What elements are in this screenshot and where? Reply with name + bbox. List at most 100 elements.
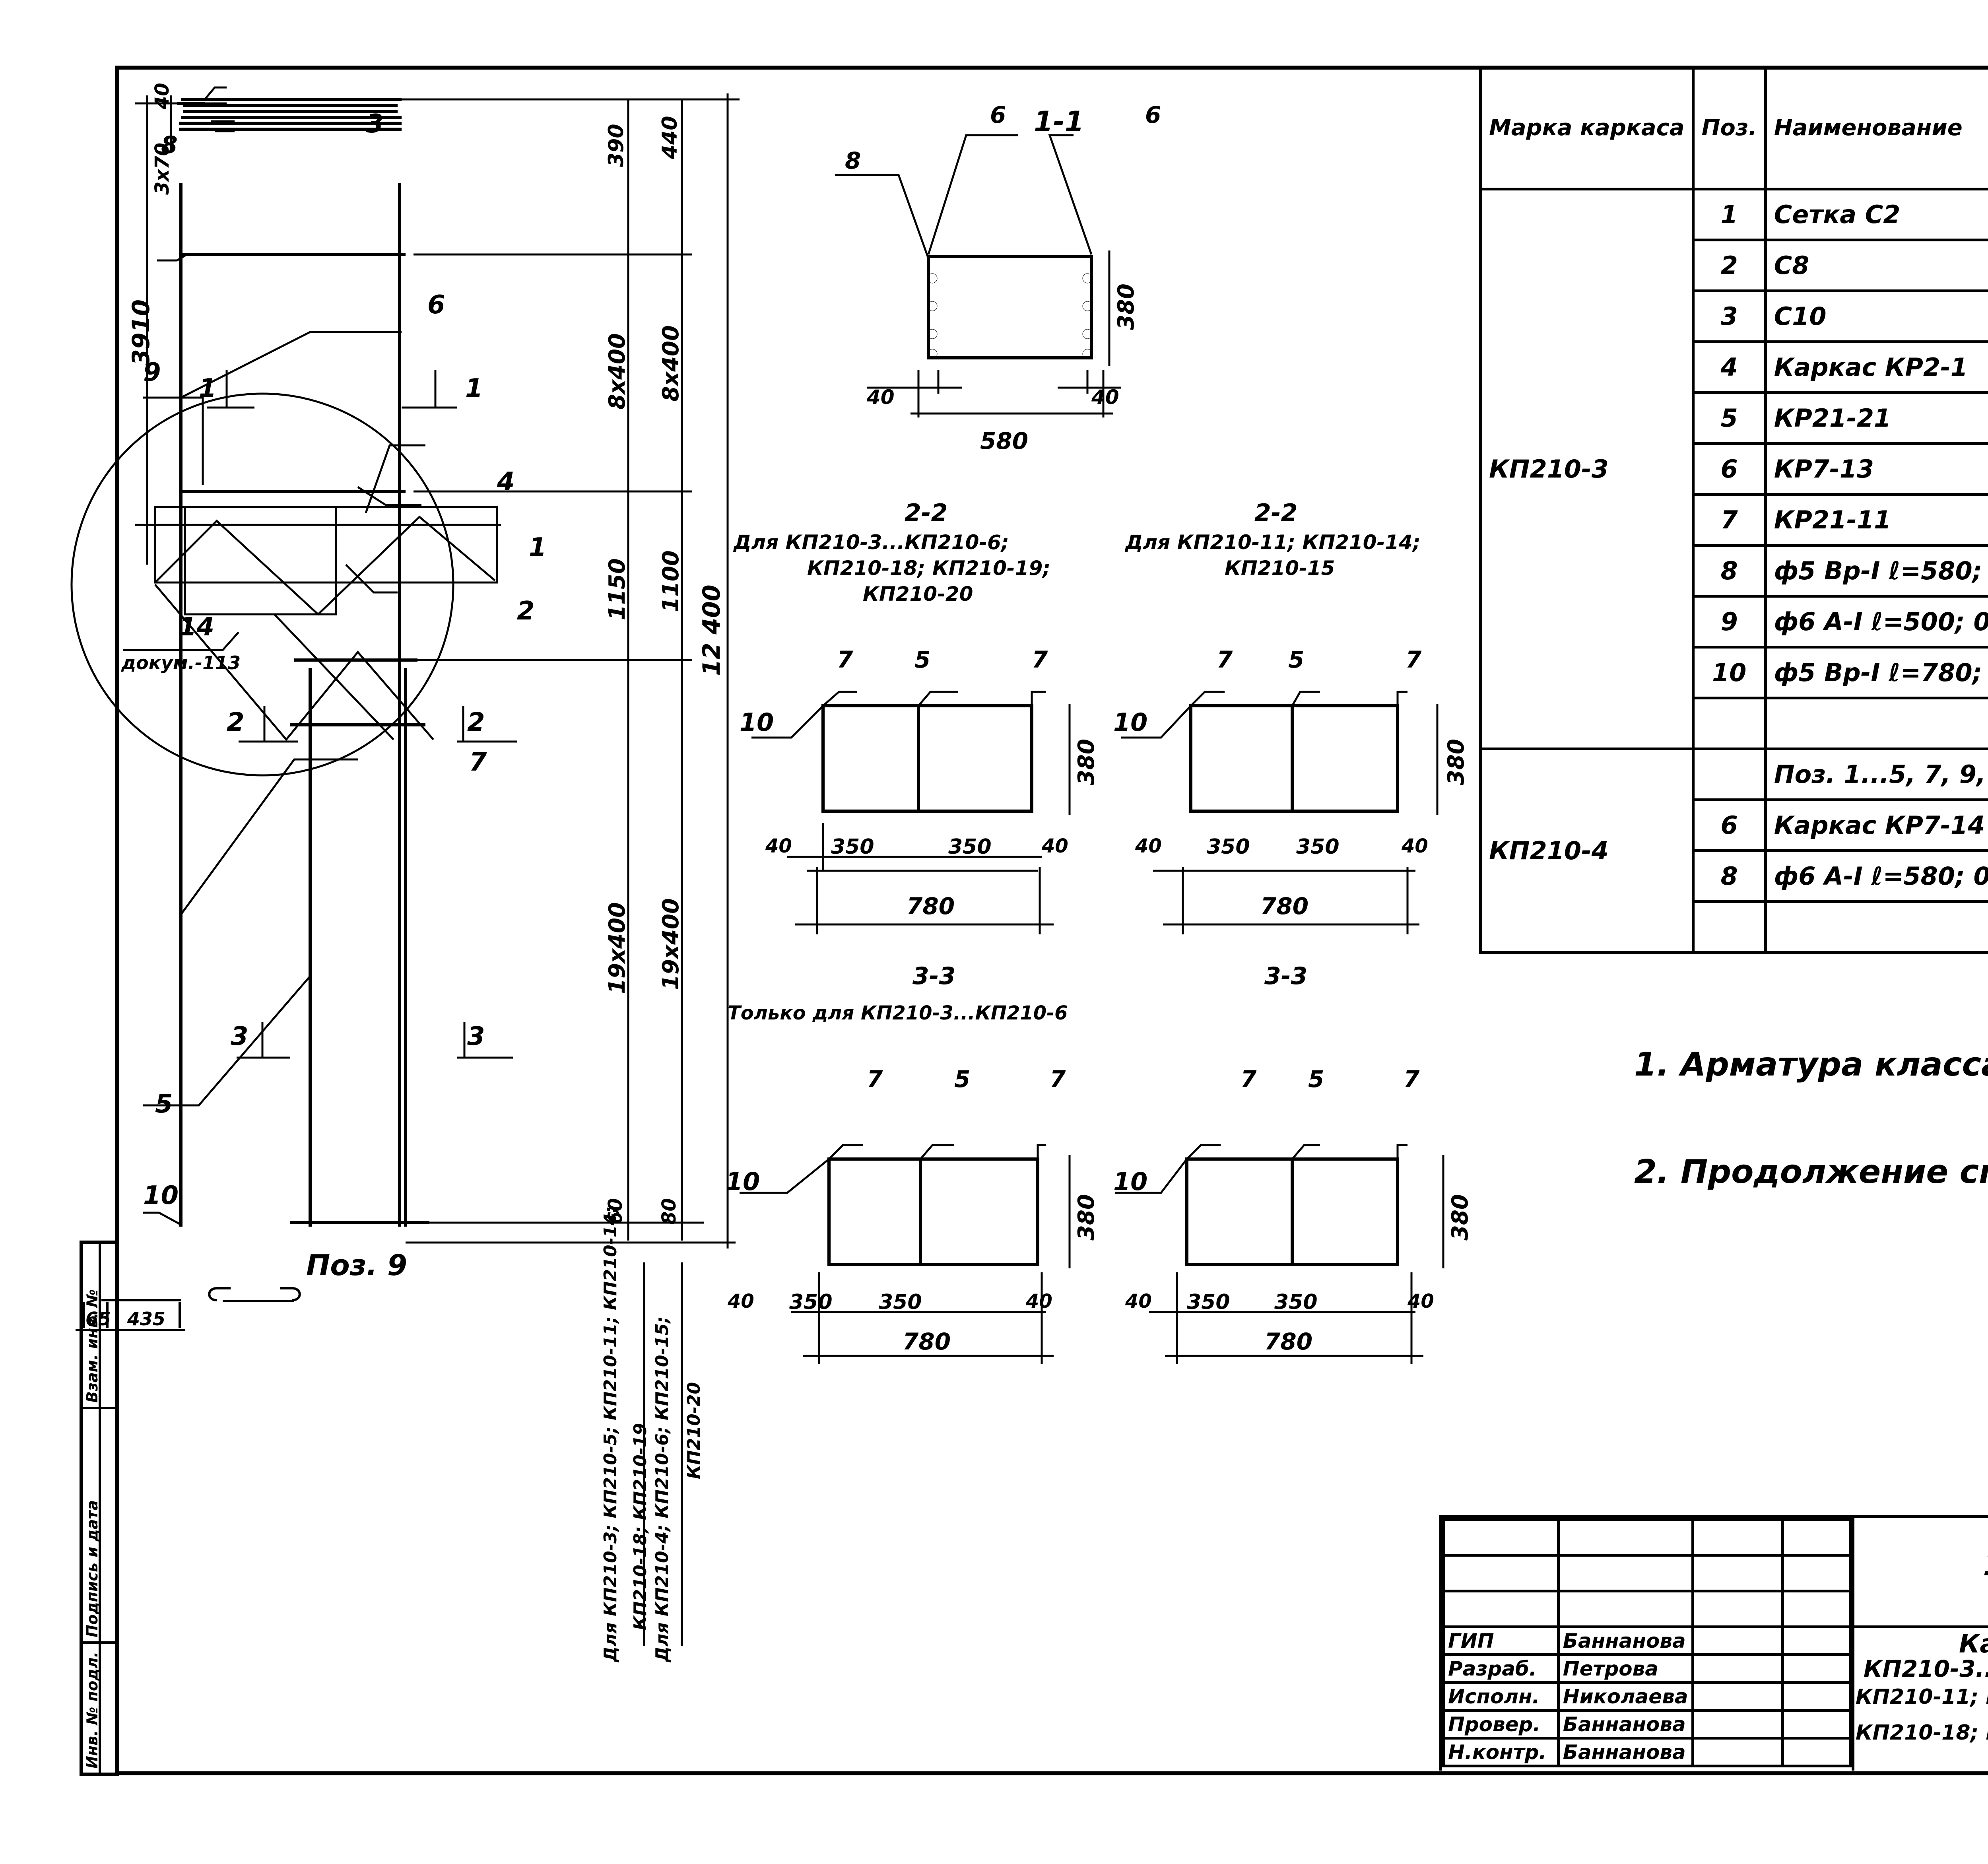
marker-pos14-ref: докум.-113	[121, 652, 241, 674]
section-1-1-label-6a: 6	[990, 101, 1006, 128]
signature-row: Н.контр.Баннанова	[1442, 1737, 1852, 1767]
marker-pos14: 14	[179, 612, 215, 642]
section-mark-1-right: 1	[465, 374, 483, 403]
section-3-3b-label-10: 10	[1113, 1167, 1148, 1196]
signature-cell	[1691, 1625, 1784, 1656]
spec-pos	[1691, 900, 1767, 954]
section-3-3b-dim-350b: 350	[1274, 1290, 1318, 1314]
marker-pos7: 7	[469, 748, 487, 777]
section-2-2b-label-7b: 7	[1406, 646, 1422, 673]
section-2-2b-dim-350a: 350	[1207, 835, 1250, 859]
spec-name: Сетка С2	[1764, 188, 1988, 241]
signature-cell	[1781, 1625, 1852, 1656]
marker-pos9: 9	[143, 358, 161, 387]
marker-pos1: 1	[529, 533, 547, 562]
signature-name: Петрова	[1557, 1653, 1694, 1684]
title-line-0: Каркас	[1959, 1629, 1988, 1659]
spec-row: 8ф6 A-I ℓ=580; 0,1кг18Без черт.	[1481, 849, 1988, 903]
section-1-1-dim-40a: 40	[867, 386, 895, 409]
header-name: Наименование	[1764, 66, 1988, 190]
section-3-3b-label-7a: 7	[1241, 1066, 1257, 1093]
spec-row: 8ф5 Вр-I ℓ=580; 0,1кг18Без черт.	[1481, 544, 1988, 598]
spec-pos: 1	[1691, 188, 1767, 241]
section-1-1-title: 1-1	[1034, 105, 1084, 138]
section-3-3b-dim-380: 380	[1447, 1194, 1473, 1241]
spec-name: С10	[1764, 289, 1988, 343]
section-3-3a-dim-350a: 350	[789, 1290, 833, 1314]
section-2-2b-dim-380: 380	[1443, 739, 1469, 785]
detail-circle	[70, 392, 454, 777]
pos9-title: Поз. 9	[306, 1248, 408, 1282]
section-mark-1-left: 1	[199, 374, 217, 403]
signature-role: Н.контр.	[1442, 1737, 1560, 1767]
spec-name: КР21-11	[1764, 493, 1988, 547]
spec-pos: 4	[1691, 340, 1767, 394]
spec-pos: 5	[1691, 391, 1767, 445]
title-line-2: КП210-11; КП210-14; КП210-15;	[1856, 1685, 1988, 1709]
header-mark: Марка каркаса	[1479, 66, 1695, 190]
spec-name: КР7-13	[1764, 442, 1988, 496]
section-3-3b-title: 3-3	[1264, 962, 1308, 990]
section-3-3a-dim-380: 380	[1074, 1194, 1099, 1241]
section-2-2b-dim-780: 780	[1260, 893, 1309, 920]
spec-pos	[1691, 748, 1767, 801]
signature-name: Баннанова	[1557, 1709, 1694, 1740]
section-2-2a-label-7a: 7	[837, 646, 853, 673]
spec-name: ф5 Вр-I ℓ=780; 0,1кг	[1764, 646, 1988, 699]
specification-table: Марка каркаса Поз. Наименование Кол. Обо…	[1479, 66, 1988, 954]
section-2-2b-dim-350b: 350	[1296, 835, 1340, 859]
spec-header-row: Марка каркаса Поз. Наименование Кол. Обо…	[1479, 66, 1988, 190]
note-2: 2. Продолжение спецификации см. л. 2	[1634, 1153, 1988, 1191]
signature-name: Баннанова	[1557, 1625, 1694, 1656]
section-2-2b-dim-40a: 40	[1135, 835, 1162, 857]
spec-pos: 7	[1691, 493, 1767, 547]
spec-name: Каркас КР2-1	[1764, 340, 1988, 394]
spec-name: ф6 A-I ℓ=500; 0,1кг	[1764, 595, 1988, 649]
section-2-2a-note-1: Для КП210-3...КП210-6;	[734, 531, 1009, 554]
signature-name: Николаева	[1557, 1681, 1694, 1712]
marker-pos8: 8	[161, 131, 178, 159]
spec-name: ф5 Вр-I ℓ=580; 0,1кг	[1764, 544, 1988, 598]
section-3-3b-label-5: 5	[1308, 1066, 1324, 1093]
pos9-dim-435: 435	[127, 1308, 166, 1330]
marker-pos2: 2	[517, 596, 535, 626]
section-3-3a-dim-350b: 350	[879, 1290, 922, 1314]
section-2-2a-dim-380: 380	[1074, 739, 1099, 785]
title-line-3: КП210-18; КП210-19; КП210-20	[1856, 1721, 1988, 1745]
marker-pos4: 4	[497, 467, 515, 497]
signature-name: Баннанова	[1557, 1737, 1694, 1767]
section-2-2a-dim-350b: 350	[948, 835, 992, 859]
section-3-3b-dim-350a: 350	[1187, 1290, 1230, 1314]
spec-row: 2С82-166	[1481, 239, 1988, 292]
section-3-3a-note: Только для КП210-3...КП210-6	[728, 1002, 1068, 1024]
spec-pos: 2	[1691, 239, 1767, 292]
section-2-2b-note-1: Для КП210-11; КП210-14;	[1125, 531, 1421, 554]
section-2-2b-dim-40b: 40	[1402, 835, 1428, 857]
pos9-dim-65: 65	[85, 1308, 111, 1330]
spec-name: Поз. 1...5, 7, 9, 10 по КП210-3	[1764, 748, 1988, 801]
doc-code: 1.424.1-5.11-62	[1983, 1546, 1988, 1583]
signature-role: Разраб.	[1442, 1653, 1560, 1684]
section-1-1-dim-380: 380	[1113, 283, 1139, 330]
section-3-3a-dim-780: 780	[903, 1328, 951, 1355]
spec-mark: КП210-3	[1479, 188, 1695, 750]
section-3-3b-dim-40a: 40	[1125, 1290, 1152, 1313]
section-3-3a-dim-40a: 40	[728, 1290, 754, 1313]
section-2-2a-dim-40b: 40	[1042, 835, 1068, 857]
signature-cell	[1781, 1653, 1852, 1684]
section-1-1-dim-580: 580	[980, 427, 1029, 454]
section-mark-3-right: 3	[467, 1022, 485, 1051]
signature-row: Провер.Баннанова	[1442, 1709, 1852, 1740]
section-2-2b-label-5: 5	[1288, 646, 1305, 673]
section-1-1-label-8: 8	[845, 147, 861, 174]
